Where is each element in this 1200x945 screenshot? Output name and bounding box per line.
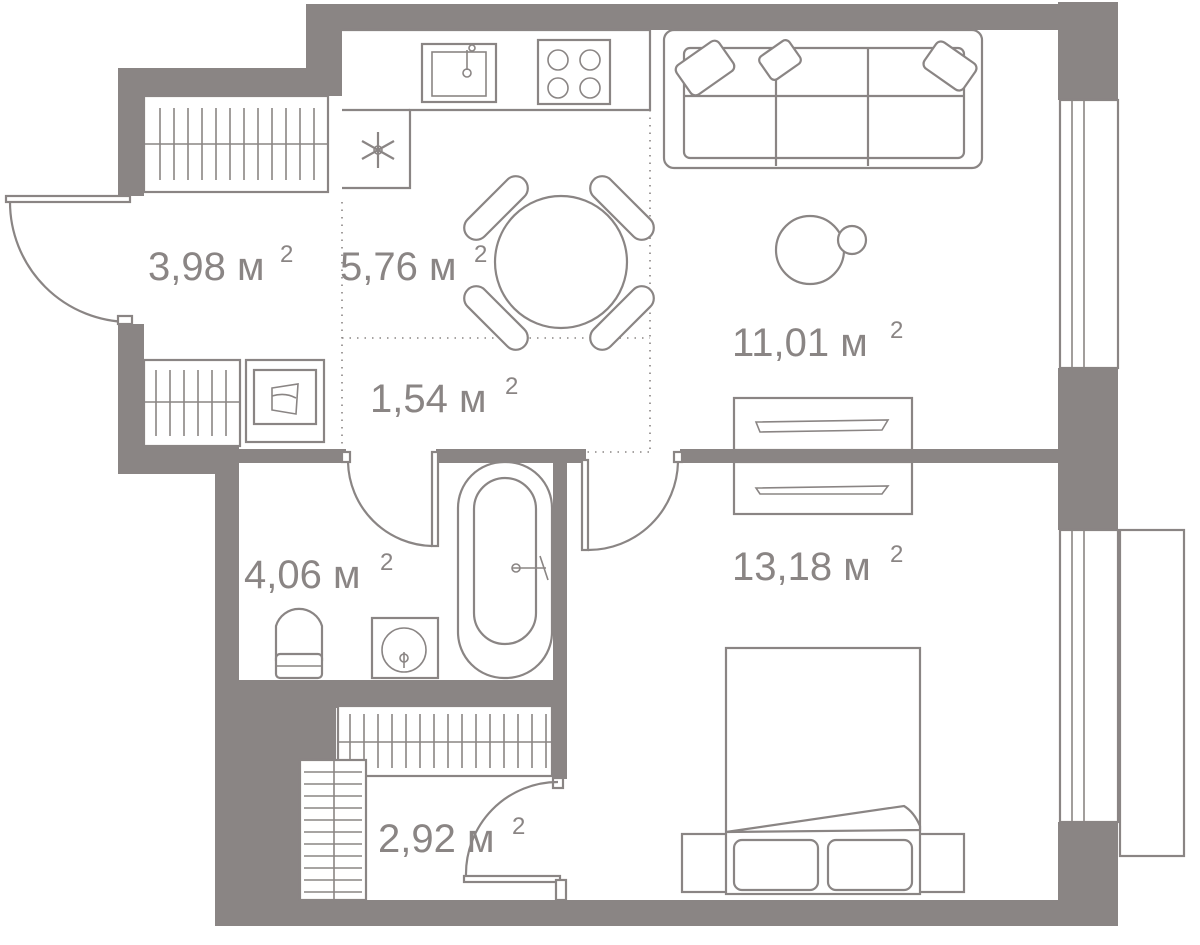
zone-boundaries	[341, 110, 651, 453]
kitchen-counter	[342, 28, 652, 190]
washbasin-icon	[370, 616, 440, 680]
svg-text:5,76 м: 5,76 м	[340, 245, 456, 289]
svg-text:1,54 м: 1,54 м	[370, 377, 486, 421]
chair-icon	[589, 285, 655, 351]
wardrobe-icon	[142, 358, 242, 448]
cooktop-icon	[536, 38, 612, 106]
bed-icon	[680, 646, 966, 896]
washing-machine-icon	[244, 358, 326, 444]
nightstand-icon	[732, 396, 914, 516]
door-icon	[340, 450, 440, 548]
svg-text:3,98 м: 3,98 м	[148, 245, 264, 289]
svg-text:2: 2	[474, 241, 487, 268]
sink-icon	[420, 42, 498, 104]
room-label-living: 11,01 м 2	[732, 317, 903, 365]
room-label-bathroom: 4,06 м 2	[244, 549, 393, 597]
svg-text:2: 2	[512, 813, 525, 840]
room-label-kitchen: 5,76 м 2	[340, 241, 487, 289]
svg-text:2: 2	[505, 373, 518, 400]
svg-text:2: 2	[280, 241, 293, 268]
pillow-icon	[826, 838, 914, 892]
svg-text:2: 2	[380, 549, 393, 576]
svg-text:2: 2	[890, 317, 903, 344]
svg-text:2,92 м: 2,92 м	[378, 817, 494, 861]
entrance-door-icon	[4, 194, 134, 326]
chair-icon	[463, 285, 529, 351]
chair-icon	[463, 175, 529, 241]
svg-text:13,18 м: 13,18 м	[732, 545, 871, 589]
round-table-icon	[463, 175, 655, 351]
walls	[118, 2, 1118, 926]
door-icon	[580, 450, 684, 552]
svg-text:4,06 м: 4,06 м	[244, 553, 360, 597]
window-icon	[1058, 98, 1186, 858]
sofa-icon	[662, 28, 984, 170]
room-label-corridor: 1,54 м 2	[370, 373, 518, 421]
svg-text:2: 2	[890, 541, 903, 568]
chair-icon	[589, 175, 655, 241]
room-label-wardrobe: 2,92 м 2	[378, 813, 525, 861]
wardrobe-icon	[336, 704, 554, 778]
pillow-icon	[732, 838, 820, 892]
bathtub-icon	[456, 460, 554, 680]
fridge-snowflake-icon	[361, 132, 395, 168]
wardrobe-icon	[142, 94, 330, 194]
svg-text:11,01 м: 11,01 м	[732, 321, 868, 365]
room-label-bedroom: 13,18 м 2	[732, 541, 903, 589]
toilet-icon	[274, 607, 324, 680]
coffee-table-icon	[774, 214, 868, 286]
door-icon	[462, 776, 568, 902]
wardrobe-icon	[298, 758, 368, 902]
room-label-hall: 3,98 м 2	[148, 241, 293, 289]
